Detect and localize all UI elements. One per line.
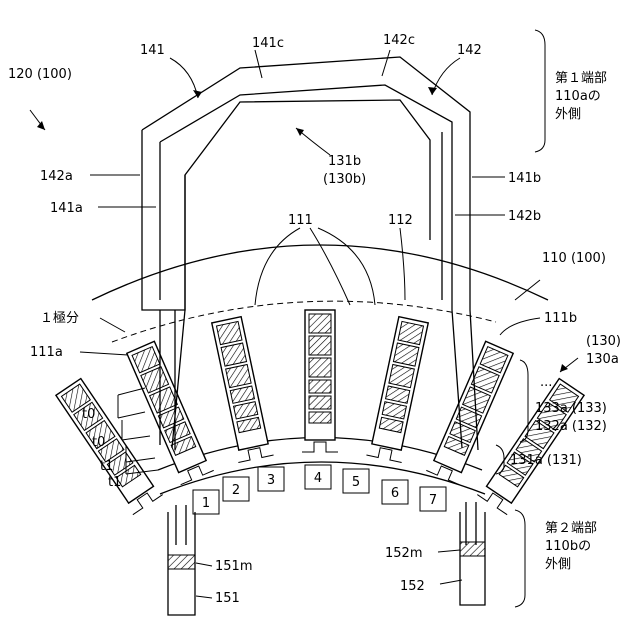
end2-line1: 第２端部 bbox=[545, 521, 597, 536]
label-t1-upper: t1 bbox=[100, 459, 113, 474]
slot-number-label: 6 bbox=[391, 486, 399, 501]
slot-number-label: 5 bbox=[352, 475, 360, 490]
conductor-cross-section bbox=[217, 321, 242, 344]
end2-line2: 110bの bbox=[545, 539, 591, 554]
label-131a: 131a (131) bbox=[510, 453, 582, 468]
conductor-cross-section bbox=[398, 321, 423, 344]
bracket-end1 bbox=[535, 30, 545, 152]
leader-152 bbox=[440, 580, 462, 584]
label-111b: 111b bbox=[544, 311, 577, 326]
end1-line1: 第１端部 bbox=[555, 71, 607, 86]
bracket-end2 bbox=[515, 510, 525, 607]
slot-number-label: 2 bbox=[232, 483, 240, 498]
leader-142 bbox=[432, 58, 460, 95]
conductor-152m-marker bbox=[460, 542, 485, 556]
coil-slot bbox=[212, 317, 268, 450]
coil-slot bbox=[372, 317, 428, 450]
arrow-120 bbox=[37, 121, 45, 130]
end2-line3: 外側 bbox=[545, 557, 571, 572]
label-142: 142 bbox=[457, 43, 482, 58]
slot-number-label: 7 bbox=[429, 493, 437, 508]
label-t0-upper: t0 bbox=[82, 407, 95, 422]
conductor-cross-section bbox=[309, 336, 331, 355]
conductor-cross-section bbox=[393, 343, 418, 366]
leader-112 bbox=[400, 228, 405, 300]
label-141a: 141a bbox=[50, 201, 83, 216]
arrow-130a bbox=[560, 364, 568, 372]
leader-pole bbox=[100, 318, 125, 332]
label-110: 110 (100) bbox=[542, 251, 606, 266]
arrow-142 bbox=[428, 87, 437, 95]
label-151m: 151m bbox=[215, 559, 252, 574]
label-141c: 141c bbox=[252, 36, 284, 51]
conductor-cross-section bbox=[389, 364, 414, 387]
pole-boundary-dashed-arc bbox=[112, 301, 496, 342]
conductor-cross-section bbox=[221, 343, 246, 366]
label-133a: 133a (133) bbox=[535, 401, 607, 416]
leader-111 bbox=[255, 228, 375, 305]
label-152: 152 bbox=[400, 579, 425, 594]
arrow-131b bbox=[296, 128, 304, 136]
end1-line3: 外側 bbox=[555, 107, 581, 122]
label-142b: 142b bbox=[508, 209, 541, 224]
conductor-cross-section bbox=[309, 358, 331, 377]
leader-141c bbox=[255, 50, 262, 78]
slot-number-label: 3 bbox=[267, 473, 275, 488]
leader-152m bbox=[438, 550, 460, 552]
label-141: 141 bbox=[140, 43, 165, 58]
conductor-151m-marker bbox=[168, 555, 195, 569]
leader-151 bbox=[196, 596, 212, 598]
label-t0-lower: t0 bbox=[92, 435, 105, 450]
label-t1-lower: t1 bbox=[108, 475, 121, 490]
label-152m: 152m bbox=[385, 546, 422, 561]
slot-number-label: 4 bbox=[314, 471, 322, 486]
conductor-cross-section bbox=[309, 314, 331, 333]
label-130a: 130a bbox=[586, 352, 619, 367]
conductor-cross-section bbox=[309, 380, 331, 393]
label-142a: 142a bbox=[40, 169, 73, 184]
conductor-cross-section bbox=[309, 396, 331, 409]
segment-conductor-141 bbox=[142, 57, 470, 310]
end1-line2: 110aの bbox=[555, 89, 601, 104]
coil-slot bbox=[305, 310, 335, 440]
conductor-cross-section bbox=[309, 412, 331, 423]
leader-110 bbox=[515, 280, 540, 300]
leader-111a bbox=[80, 352, 128, 355]
label-131b: 131b bbox=[328, 154, 361, 169]
label-151: 151 bbox=[215, 591, 240, 606]
coil-slot bbox=[487, 379, 585, 504]
label-pole: １極分 bbox=[40, 310, 79, 326]
leader-111b bbox=[500, 318, 540, 335]
label-111: 111 bbox=[288, 213, 313, 228]
label-130: (130) bbox=[586, 334, 621, 349]
label-120: 120 (100) bbox=[8, 67, 72, 82]
label-141b: 141b bbox=[508, 171, 541, 186]
leader-141 bbox=[170, 58, 198, 98]
label-130b: (130b) bbox=[323, 172, 366, 187]
conductor-cross-section bbox=[226, 364, 251, 387]
slot-number-label: 1 bbox=[202, 496, 210, 511]
label-111a: 111a bbox=[30, 345, 63, 360]
label-142c: 142c bbox=[383, 33, 415, 48]
leader-151m bbox=[196, 563, 212, 566]
label-132a: 132a (132) bbox=[535, 419, 607, 434]
label-112: 112 bbox=[388, 213, 413, 228]
label-dots: ... bbox=[540, 375, 552, 390]
coil-slot bbox=[127, 341, 206, 472]
leader-142c bbox=[382, 50, 390, 76]
tooth-tip bbox=[302, 442, 338, 452]
